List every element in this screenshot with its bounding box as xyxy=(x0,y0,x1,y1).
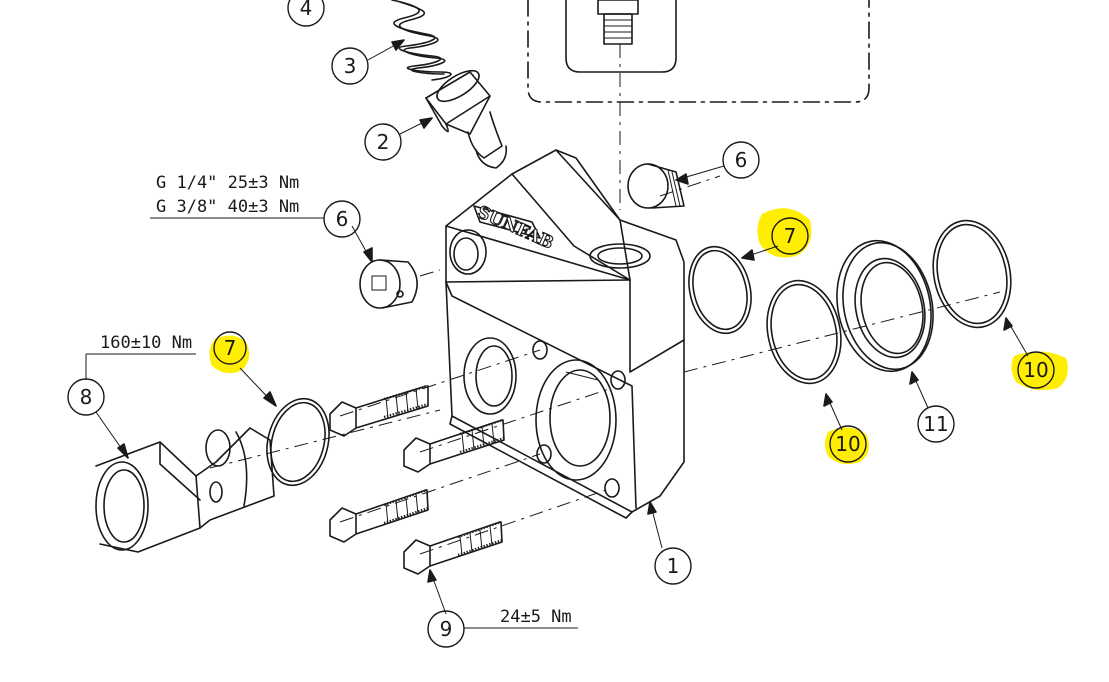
bolt-1 xyxy=(329,384,429,437)
poppet-part-2 xyxy=(425,69,508,169)
bolt-4 xyxy=(403,520,503,575)
seal-part-10-center xyxy=(766,279,842,385)
svg-text:3: 3 xyxy=(344,54,357,78)
svg-text:6: 6 xyxy=(735,148,748,172)
highlight-10-center xyxy=(825,427,869,464)
callout-10-right: 10 xyxy=(1017,351,1055,389)
bolt-2 xyxy=(403,418,505,473)
o-ring-part-7-left xyxy=(266,397,330,487)
callout-11: 11 xyxy=(917,405,955,443)
svg-text:6: 6 xyxy=(336,207,349,231)
callout-2: 2 xyxy=(364,123,402,161)
svg-text:8: 8 xyxy=(80,385,93,409)
valve-body-part-1 xyxy=(445,149,685,519)
highlight-10-right xyxy=(1011,351,1068,390)
plug-part-6-upper xyxy=(627,163,685,209)
torque-note-fitting: 160±10 Nm xyxy=(100,333,192,353)
svg-text:4: 4 xyxy=(300,0,313,20)
highlight-7-left xyxy=(209,335,250,374)
torque-note-g14: G 1/4" 25±3 Nm xyxy=(156,173,299,193)
callout-7-left: 7 xyxy=(213,331,247,365)
plug-part-6-left xyxy=(359,259,418,309)
leader-lines xyxy=(95,39,1029,615)
bolt-3 xyxy=(329,488,429,543)
bearing-part-11 xyxy=(836,239,934,373)
svg-text:11: 11 xyxy=(923,412,948,436)
callout-8: 8 xyxy=(67,378,105,416)
o-ring-part-7-upper xyxy=(688,245,752,335)
svg-text:10: 10 xyxy=(835,432,860,456)
svg-text:9: 9 xyxy=(440,617,453,641)
torque-note-bolts: 24±5 Nm xyxy=(500,607,572,627)
torque-note-g38: G 3/8" 40±3 Nm xyxy=(156,197,299,217)
highlight-7-right xyxy=(757,208,812,258)
highlight-marks xyxy=(209,208,1068,464)
svg-text:7: 7 xyxy=(224,336,237,360)
svg-text:2: 2 xyxy=(377,130,390,154)
bolts-part-9 xyxy=(329,384,505,575)
spring-part-3 xyxy=(391,0,452,81)
seal-part-10-right xyxy=(932,219,1012,329)
svg-text:1: 1 xyxy=(667,554,680,578)
relief-valve-housing xyxy=(527,0,870,210)
callout-6-upper: 6 xyxy=(722,141,760,179)
fitting-part-8 xyxy=(95,427,275,553)
torque-note-bolts-group: 24±5 Nm xyxy=(464,607,578,629)
callout-9: 9 xyxy=(427,610,465,648)
svg-text:10: 10 xyxy=(1023,358,1048,382)
callout-7-upper: 7 xyxy=(771,217,809,255)
callout-3: 3 xyxy=(331,47,369,85)
callout-6-left: 6 xyxy=(323,200,361,238)
torque-note-ports: G 1/4" 25±3 Nm G 3/8" 40±3 Nm xyxy=(150,173,324,219)
callout-4: 4 xyxy=(287,0,325,27)
svg-text:7: 7 xyxy=(784,224,797,248)
torque-note-fitting-group: 160±10 Nm xyxy=(85,333,196,380)
callout-1: 1 xyxy=(654,547,692,585)
callout-10-center: 10 xyxy=(829,425,867,463)
callouts: 4 3 2 6 6 7 7 8 xyxy=(67,0,1055,648)
